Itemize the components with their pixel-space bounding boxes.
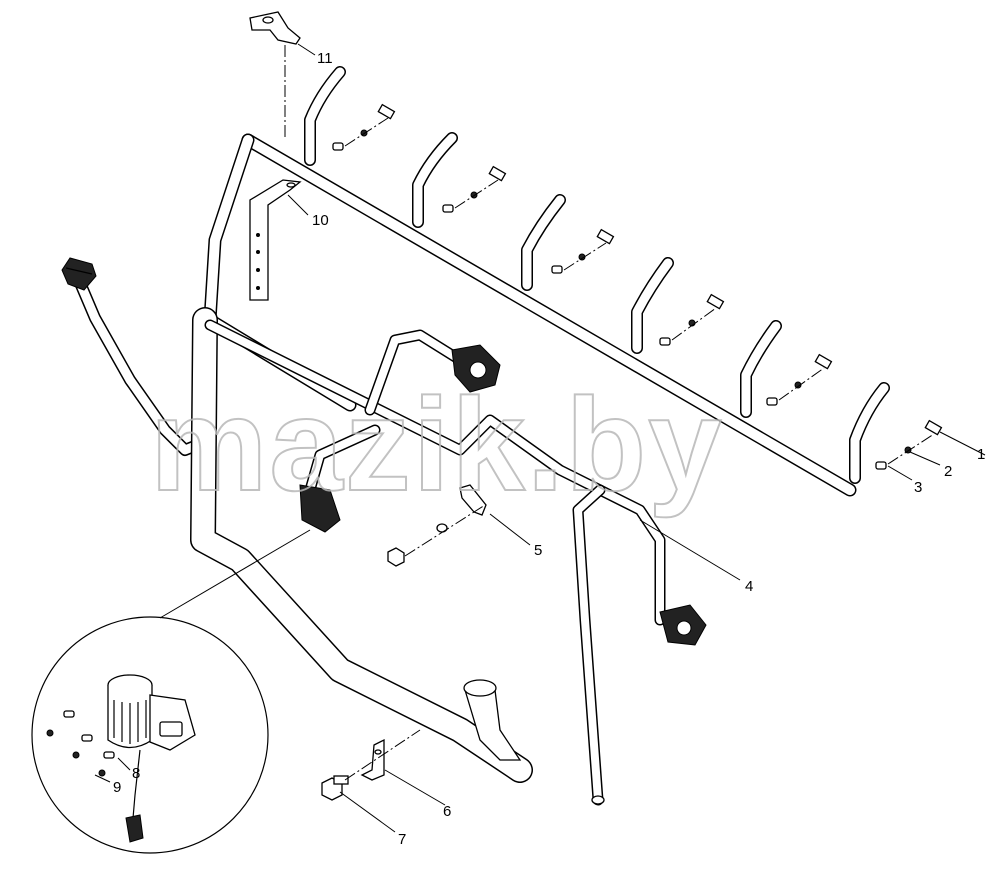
callout-leaders [94,43,986,833]
clip-fastener-sets [332,103,943,470]
top-bracket-11 [249,11,301,140]
trunk-end-sleeve [463,679,522,761]
bracket-6-bolt-7 [321,729,421,801]
callout-3: 3 [914,479,922,496]
left-connector-icon [61,257,97,291]
callout-8: 8 [132,765,140,782]
left-branch-harness [61,257,216,456]
callout-7: 7 [398,831,406,848]
callout-2: 2 [944,463,952,480]
harness-hooks [304,66,890,484]
middle-branch-harness [204,319,707,806]
callout-9: 9 [113,779,121,796]
callout-1: 1 [977,446,985,463]
watermark-text: mazik.by [150,371,724,518]
callout-5: 5 [534,542,542,559]
callout-labels: 1 2 3 4 5 6 7 8 9 10 11 [113,50,985,848]
callout-11: 11 [317,50,333,67]
clip-washer-nut-5 [387,484,487,567]
detail-view-circle [31,529,311,854]
right-lower-connector-icon [659,604,707,646]
small-fasteners-8-9 [46,710,115,777]
mounting-bracket-10 [249,179,302,301]
upper-middle-connector-icon [451,344,501,393]
sensor-module-icon [107,674,196,843]
callout-6: 6 [443,803,451,820]
callout-10: 10 [312,212,329,229]
left-middle-connector-icon [299,484,341,533]
callout-4: 4 [745,578,753,595]
main-trunk-harness [190,307,533,783]
